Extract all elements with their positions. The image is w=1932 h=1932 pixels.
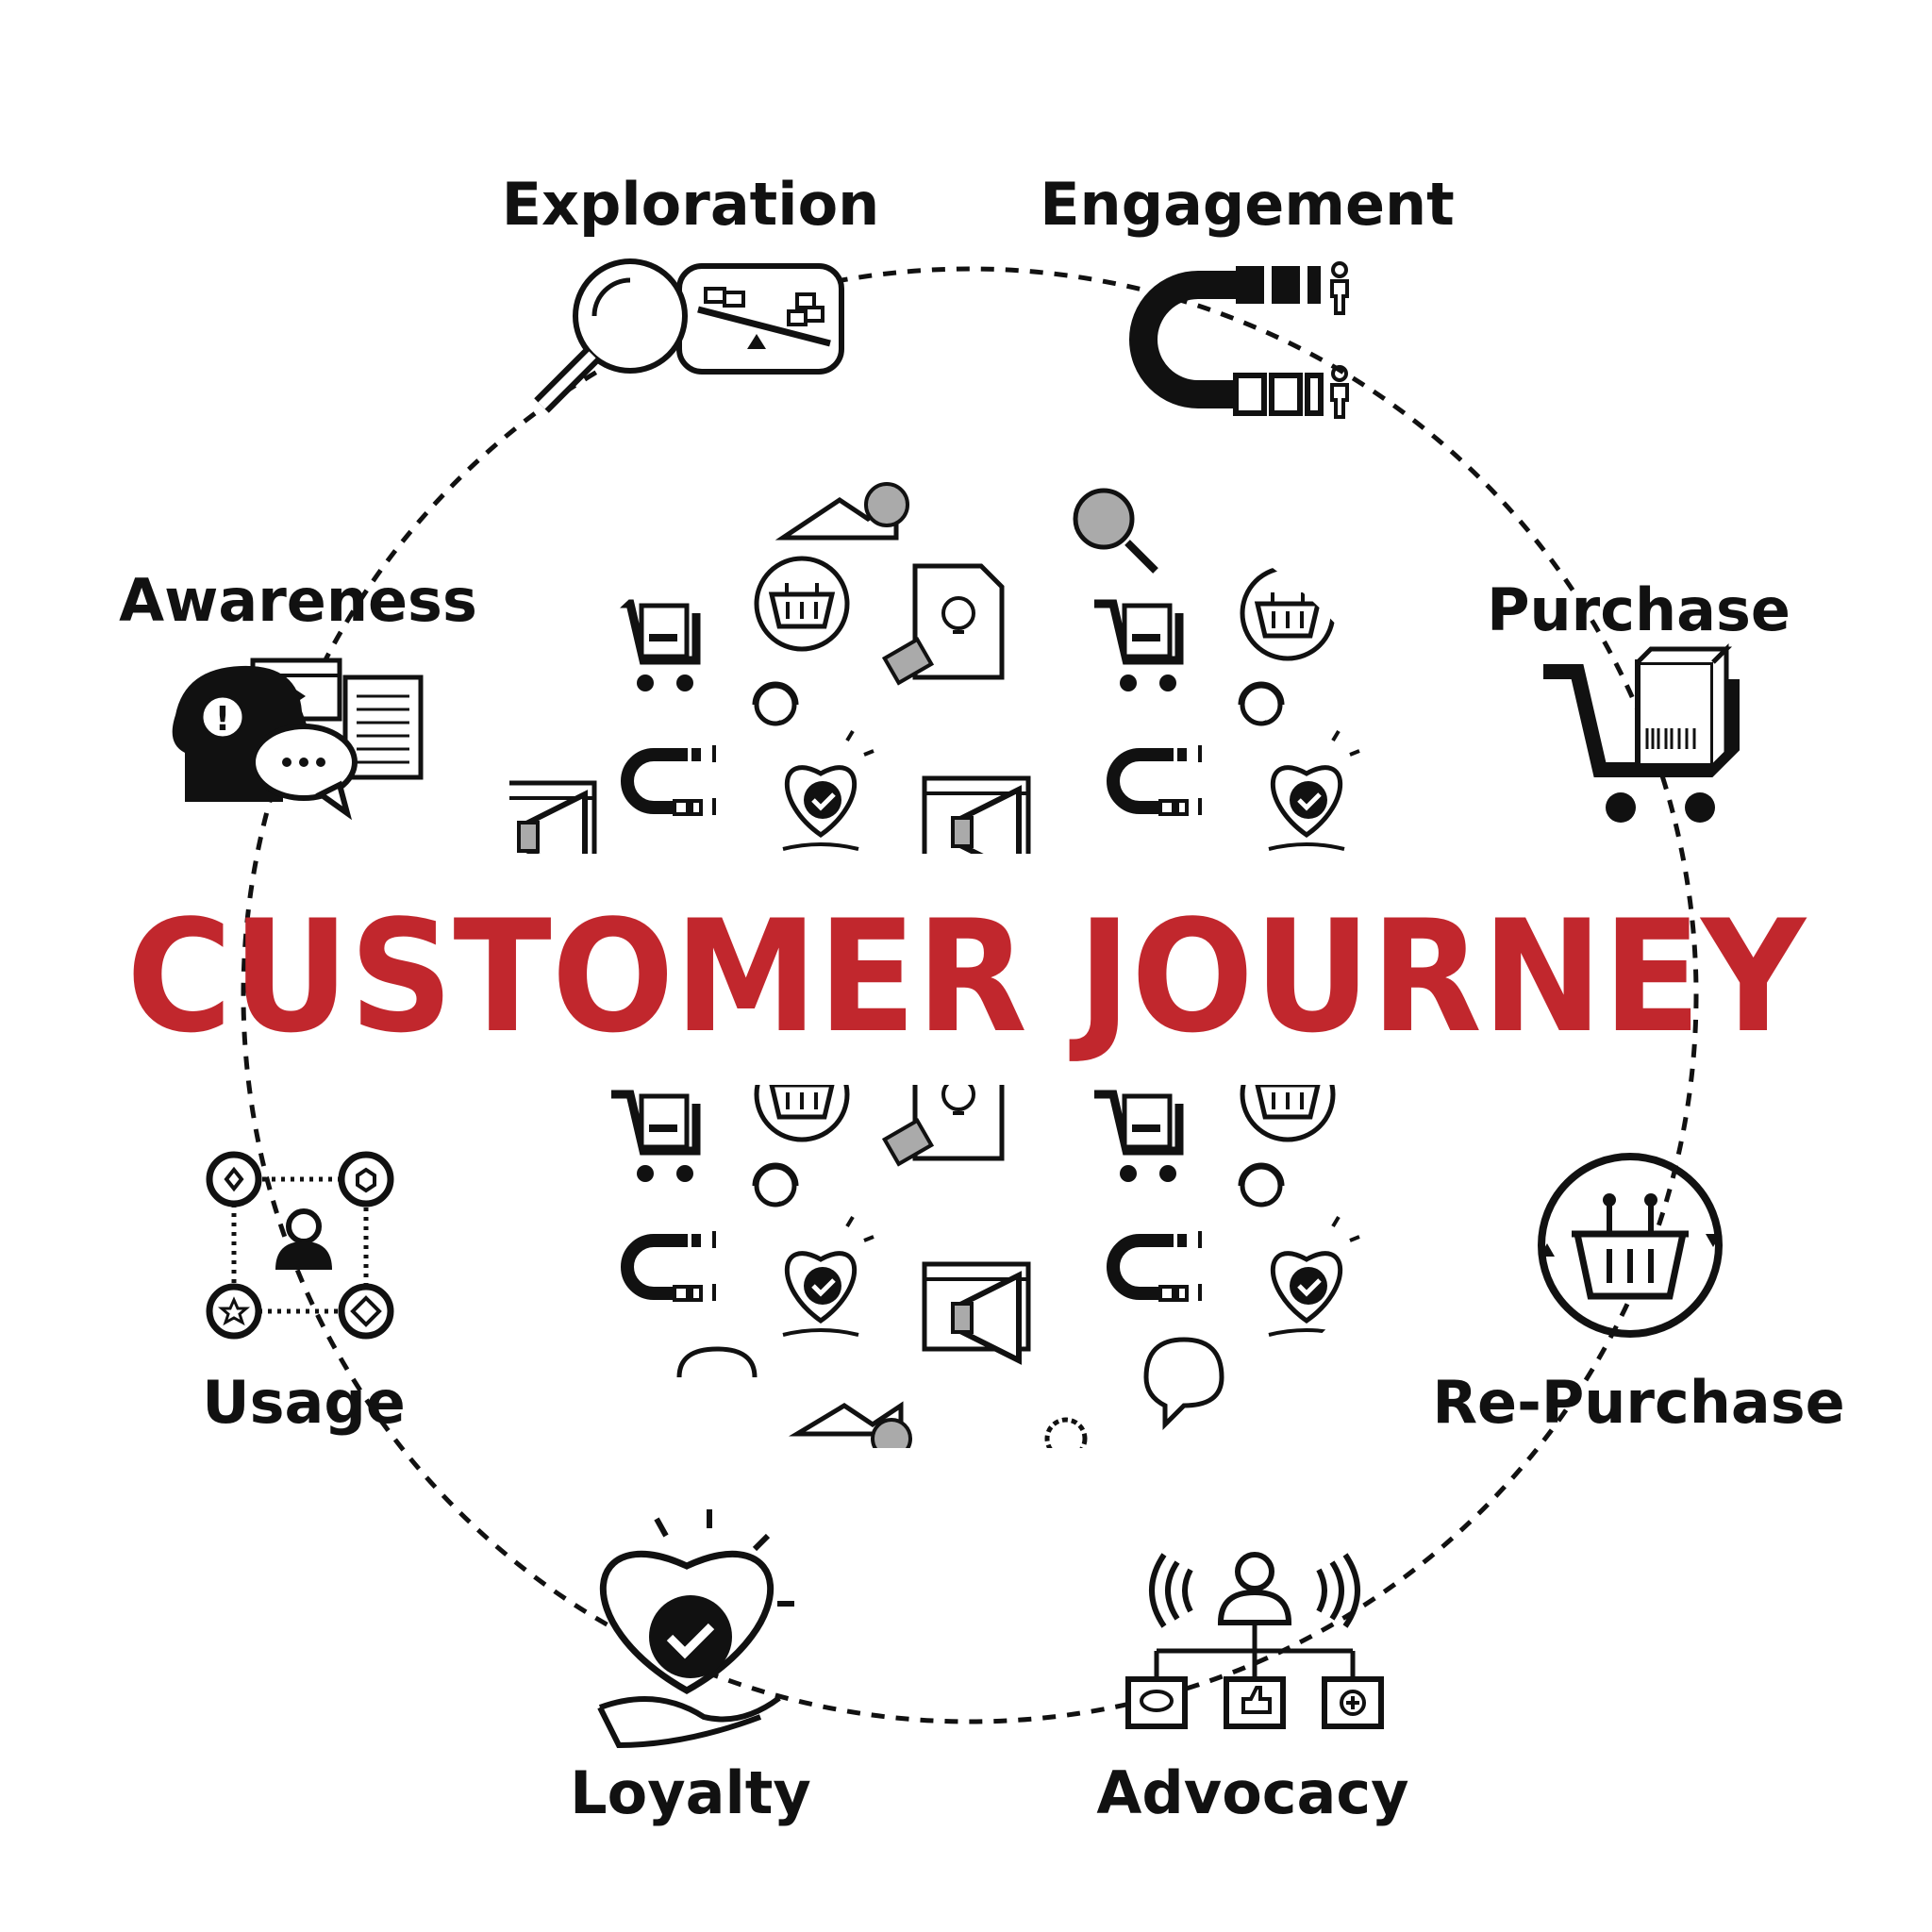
stage-label-loyalty: Loyalty: [570, 1758, 811, 1827]
stage-exploration: Exploration: [502, 170, 880, 413]
head-media-chat-icon: !: [172, 658, 424, 821]
stage-loyalty: Loyalty: [570, 1509, 811, 1827]
heart-hand-check-icon: [597, 1509, 794, 1749]
magnifier-balance-icon: [534, 258, 844, 413]
page-title: CUSTOMER JOURNEY: [126, 887, 1807, 1067]
person-network-icon: [206, 1151, 394, 1340]
stage-purchase: Purchase: [1487, 575, 1790, 823]
stage-label-re-purchase: Re-Purchase: [1432, 1368, 1844, 1437]
magnet-people-icon: [1129, 261, 1349, 419]
stage-awareness: Awareness !: [119, 566, 477, 821]
stage-label-advocacy: Advocacy: [1096, 1758, 1408, 1827]
stage-engagement: Engagement: [1040, 170, 1455, 419]
icon-pattern-top: [491, 482, 1359, 879]
stage-label-awareness: Awareness: [119, 566, 477, 635]
basket-cycle-icon: [1538, 1153, 1723, 1338]
svg-text:!: !: [215, 700, 230, 739]
stage-advocacy: Advocacy: [1096, 1552, 1409, 1827]
stage-label-engagement: Engagement: [1040, 170, 1455, 239]
icon-pattern-bottom: [611, 1047, 1359, 1448]
stage-label-usage: Usage: [202, 1368, 406, 1437]
stage-label-exploration: Exploration: [502, 170, 880, 239]
journey-ring: [241, 266, 1699, 1724]
stage-label-purchase: Purchase: [1487, 575, 1790, 644]
person-broadcast-network-icon: [1125, 1552, 1384, 1729]
stage-usage: Usage: [202, 1151, 406, 1437]
shopping-cart-box-icon: [1543, 642, 1740, 823]
stage-re-purchase: Re-Purchase: [1432, 1153, 1845, 1437]
